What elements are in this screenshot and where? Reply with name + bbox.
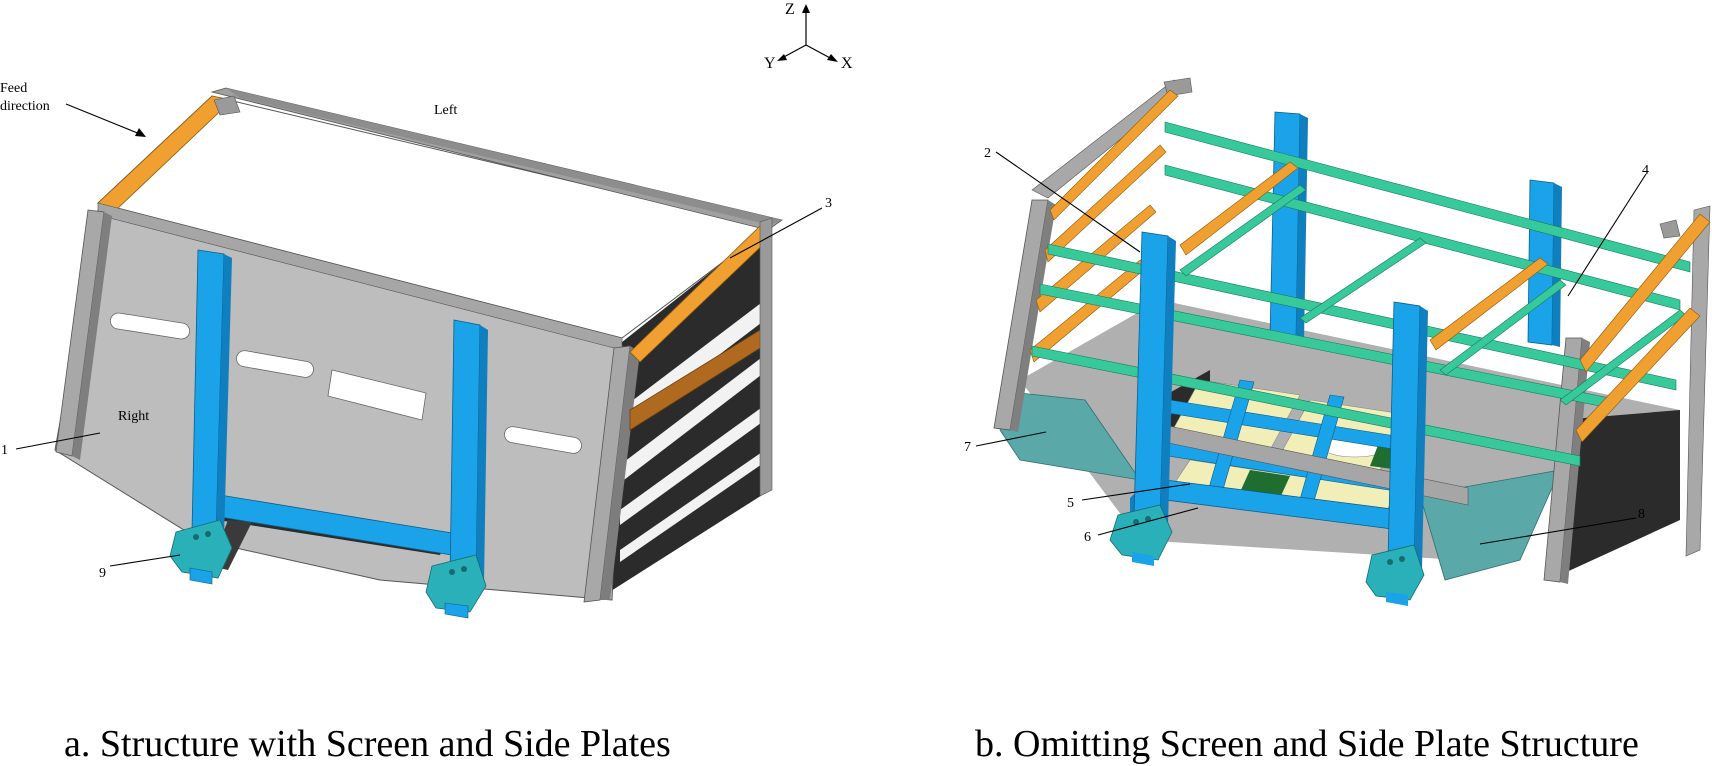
discharge-beam-2	[1575, 307, 1701, 443]
callout-9: 9	[99, 566, 106, 581]
callout-2: 2	[984, 146, 991, 161]
green-rail-1	[1164, 121, 1691, 273]
support-foot-1	[169, 519, 233, 585]
left-side-rail-face	[226, 88, 782, 225]
callout-3: 3	[825, 196, 832, 211]
inspection-window	[327, 369, 427, 421]
green-rail-3	[1047, 243, 1677, 391]
feed-direction-label-line1: Feed	[0, 81, 27, 96]
support-foot-b1	[1109, 504, 1173, 566]
screen-slot-3	[504, 426, 582, 454]
right-side-label: Right	[118, 409, 149, 424]
axis-z-label: Z	[785, 1, 795, 18]
caption-a: a. Structure with Screen and Side Plates	[64, 723, 671, 765]
discharge-beam-1	[1579, 213, 1711, 373]
feed-direction-label-line2: direction	[0, 99, 50, 114]
panel-b-labels: 2 4 5 6 7 8	[964, 146, 1649, 545]
support-foot-b2	[1365, 544, 1425, 606]
axis-x-label: X	[841, 55, 853, 72]
axis-y-label: Y	[764, 55, 776, 72]
support-foot-2	[425, 554, 487, 619]
callout-5: 5	[1067, 496, 1074, 511]
panel-b-drawing	[993, 77, 1711, 606]
coordinate-axes: Z Y X	[764, 1, 853, 72]
mid-orange-beam-1	[1179, 161, 1299, 256]
panel-a-labels: Feed direction Left Right 1 3 9	[0, 81, 832, 581]
callout-7: 7	[964, 440, 971, 455]
callout-4: 4	[1642, 163, 1649, 178]
feed-end-beam-2	[1044, 144, 1167, 263]
caption-b: b. Omitting Screen and Side Plate Struct…	[975, 723, 1639, 765]
left-side-label: Left	[434, 103, 457, 118]
mid-orange-beam-2	[1429, 257, 1549, 351]
blue-column-2	[449, 319, 481, 583]
panel-a-drawing	[54, 87, 783, 619]
feed-end-beam-1	[1049, 89, 1179, 221]
screen-slot-1	[109, 312, 191, 340]
screen-slot-2	[236, 350, 314, 378]
callout-8: 8	[1638, 507, 1645, 522]
feed-direction-arrow	[135, 128, 146, 137]
callout-1: 1	[1, 443, 8, 458]
callout-6: 6	[1084, 530, 1091, 545]
